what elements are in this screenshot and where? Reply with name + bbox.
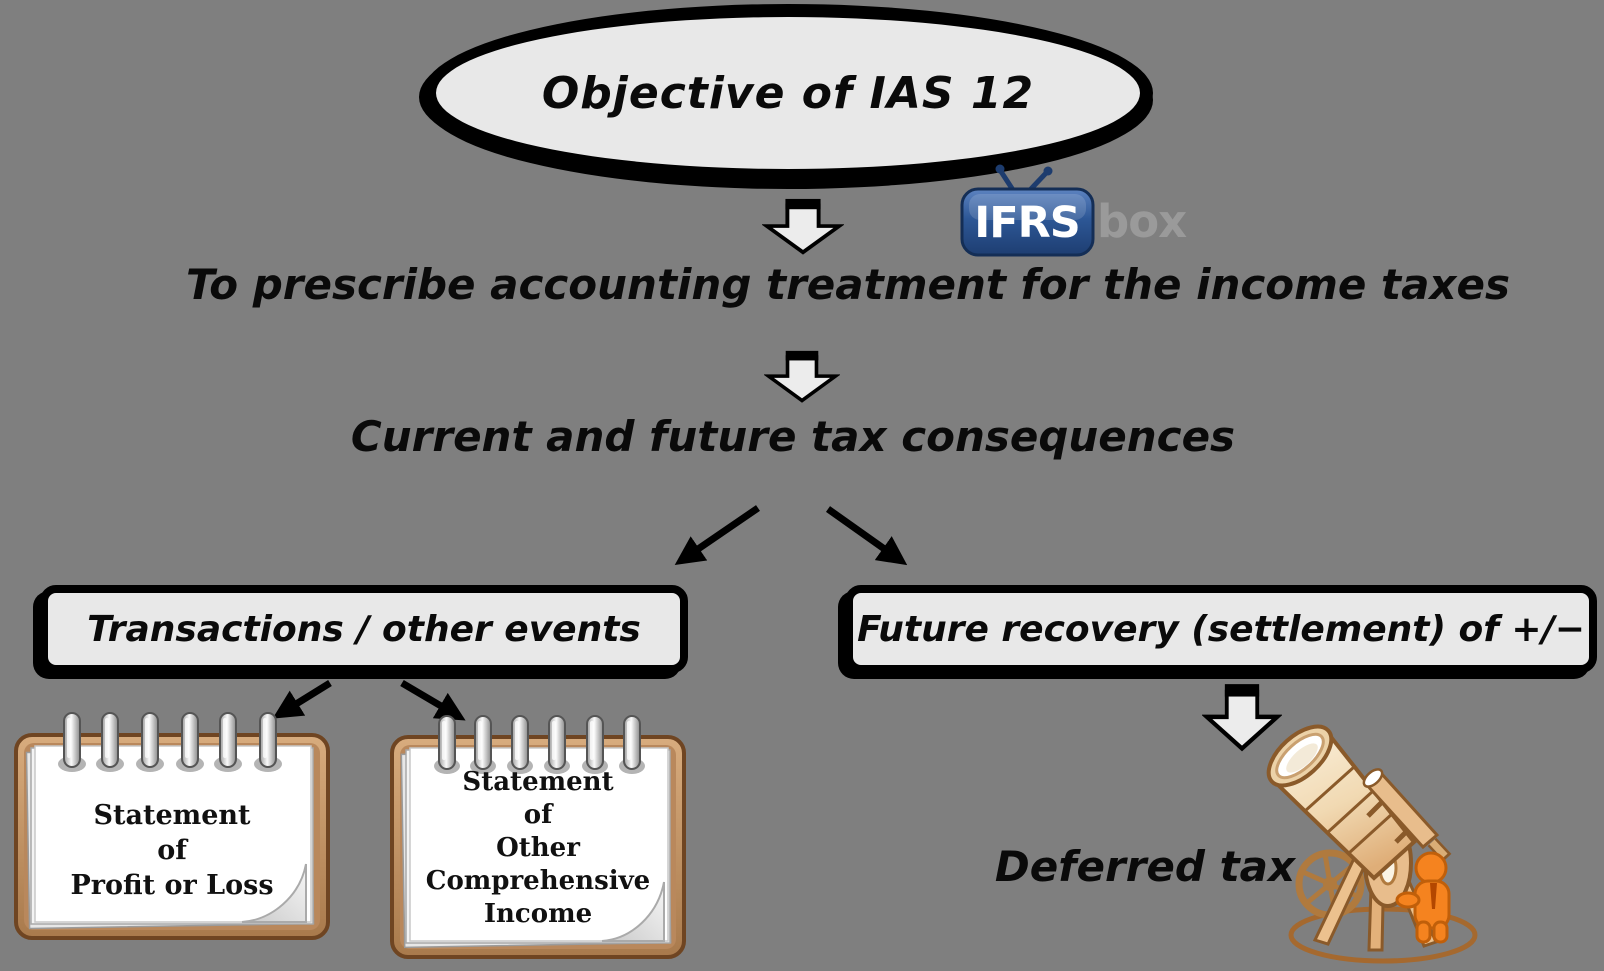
transactions-box: Transactions / other events (40, 585, 688, 673)
tv-antenna-icon (995, 164, 1053, 192)
page-curl-icon (241, 863, 307, 923)
branch-arrow-right-icon (825, 506, 908, 566)
spiral-rings-icon (434, 715, 645, 774)
step2-text: Current and future tax consequences (350, 412, 1236, 461)
notepad-illustration-1 (14, 712, 330, 940)
telescope-tube-icon (1266, 724, 1417, 881)
objective-ellipse: Objective of IAS 12 (423, 4, 1153, 182)
down-arrow-icon-1 (762, 198, 844, 256)
branch-arrow-left-icon (674, 505, 760, 565)
transactions-box-label: Transactions / other events (87, 608, 641, 650)
future-recovery-box-label: Future recovery (settlement) of +/− (857, 608, 1585, 650)
ifrsbox-logo: IFRS box (960, 164, 1188, 257)
to-profit-loss-arrow-icon (272, 680, 332, 719)
notepad-oci-text: Statement of Other Comprehensive Income (425, 767, 651, 930)
objective-label: Objective of IAS 12 (541, 67, 1035, 119)
notepad-oci: Statement of Other Comprehensive Income (390, 714, 686, 960)
logo-box-text: box (1097, 195, 1187, 248)
notepad-profit-or-loss-text: Statement of Profit or Loss (70, 800, 274, 902)
page-curl-icon (601, 881, 665, 942)
finder-scope-icon (1362, 768, 1452, 863)
notepad-profit-or-loss: Statement of Profit or Loss (14, 710, 330, 942)
logo-ifrs-text: IFRS (974, 198, 1079, 248)
future-recovery-box: Future recovery (settlement) of +/− (845, 585, 1597, 673)
orange-figure-icon (1395, 851, 1451, 944)
down-arrow-icon-2 (764, 350, 840, 404)
to-oci-arrow-icon (400, 679, 466, 721)
step1-text: To prescribe accounting treatment for th… (186, 260, 1511, 309)
telescope-illustration (1266, 724, 1478, 964)
deferred-tax-label: Deferred tax (994, 842, 1296, 891)
tv-body-icon (960, 187, 1095, 257)
notepad-illustration-2 (390, 715, 686, 959)
spiral-rings-icon (58, 712, 282, 772)
